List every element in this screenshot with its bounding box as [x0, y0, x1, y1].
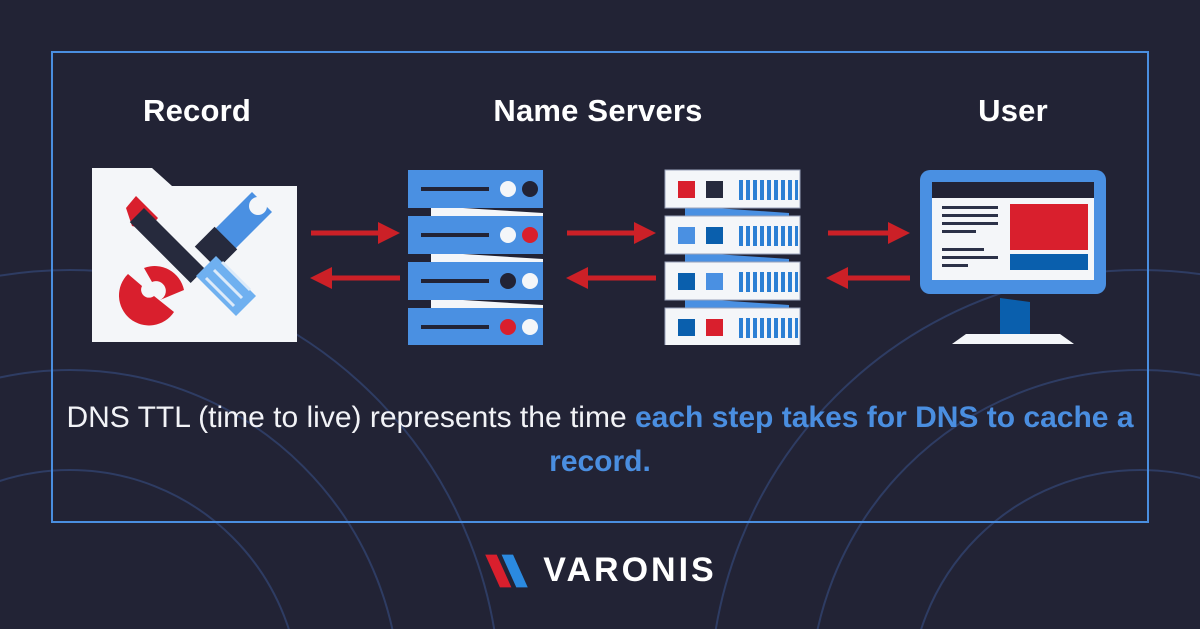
- wrench-shape: [118, 196, 205, 326]
- caption-text: DNS TTL (time to live) represents the ti…: [51, 396, 1149, 484]
- column-heading-name-servers: Name Servers: [493, 93, 703, 128]
- server-unit: [408, 262, 543, 300]
- desktop-monitor-icon: [920, 170, 1106, 344]
- varonis-logo: VARONIS: [483, 551, 716, 590]
- server-rack-blue-icon: [408, 170, 543, 345]
- server-unit: [664, 307, 801, 345]
- folder-tools-icon: [92, 168, 297, 342]
- column-heading-record: Record: [142, 93, 252, 128]
- varonis-mark-icon: [485, 554, 528, 587]
- server-unit: [408, 308, 543, 345]
- server-unit: [408, 170, 543, 208]
- server-rack-white-icon: [664, 169, 801, 345]
- server-unit: [408, 216, 543, 254]
- caption-lead: DNS TTL (time to live) represents the ti…: [66, 401, 635, 434]
- server-unit: [664, 169, 801, 209]
- content-frame: [51, 51, 1149, 523]
- screwdriver-shape: [194, 192, 272, 316]
- caption-emphasis: each step takes for DNS to cache a recor…: [549, 401, 1134, 478]
- varonis-wordmark: VARONIS: [543, 551, 717, 589]
- server-unit: [664, 215, 801, 255]
- column-heading-user: User: [978, 93, 1048, 128]
- server-unit: [664, 261, 801, 301]
